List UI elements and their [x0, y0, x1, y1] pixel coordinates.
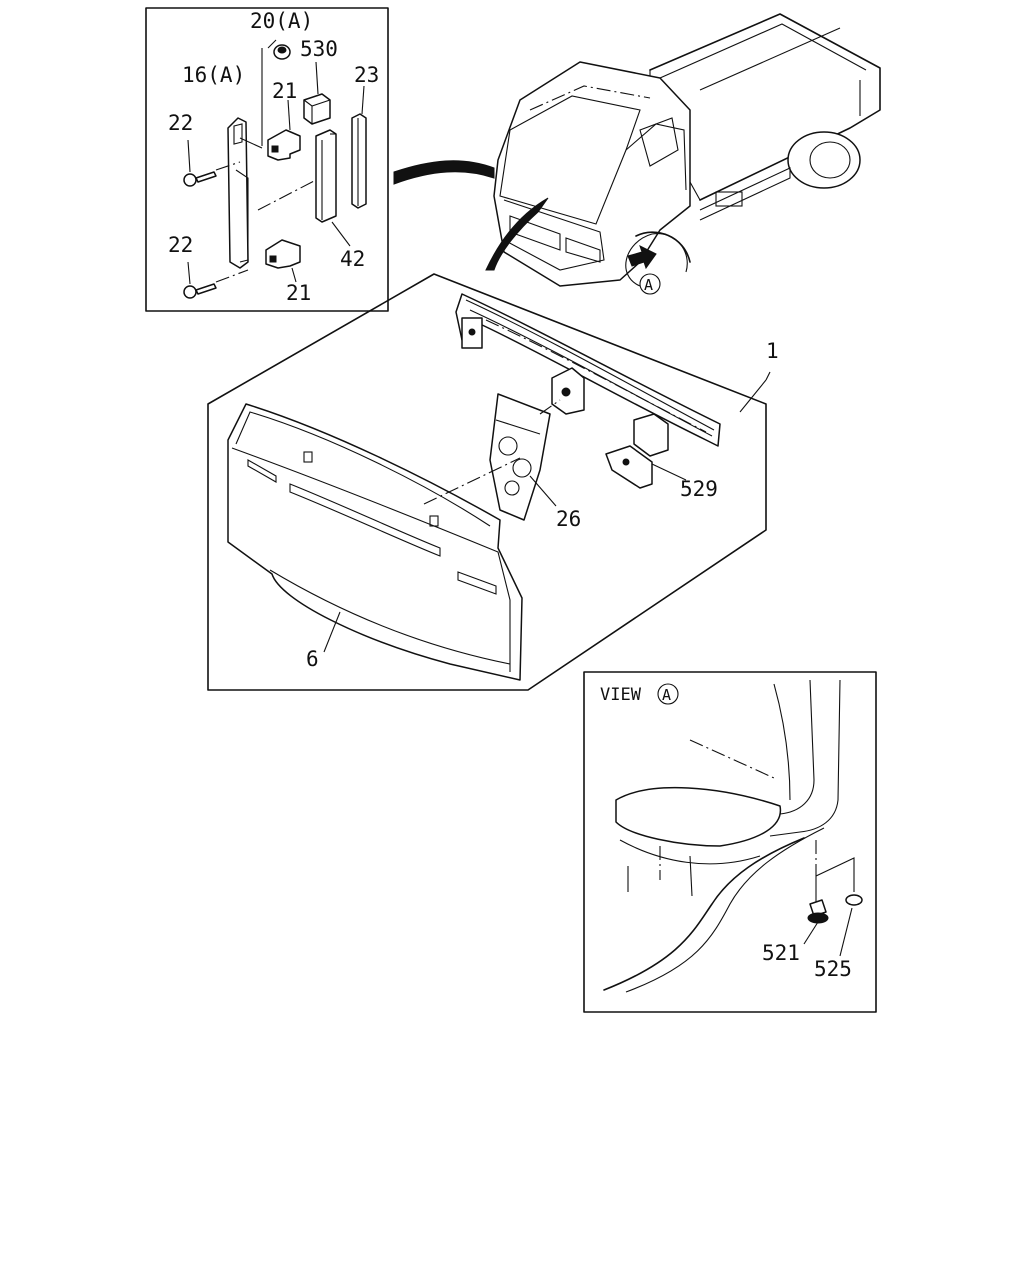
truck-ref-a: A [644, 276, 653, 294]
part-21-lower-clip [265, 239, 301, 283]
label-22-upper: 22 [168, 111, 193, 135]
view-label: VIEW [600, 685, 642, 705]
part-16-trim-panel [227, 117, 263, 269]
label-21-lower: 21 [286, 281, 311, 305]
part-6-front-panel [227, 403, 523, 681]
label-1: 1 [766, 339, 779, 363]
label-530: 530 [300, 37, 338, 61]
label-20a: 20(A) [250, 9, 313, 33]
part-21-upper-clip [267, 99, 301, 161]
panel-assembly-group: 1 529 26 6 [207, 273, 779, 691]
label-26: 26 [556, 507, 581, 531]
label-42: 42 [340, 247, 365, 271]
part-20-clip [261, 39, 291, 146]
view-ref-a: A [662, 686, 671, 704]
detail-box-trim: 20(A) 530 16(A) 21 23 22 22 42 21 [145, 7, 389, 312]
part-530-block [303, 61, 331, 125]
part-42-strip [315, 129, 351, 247]
label-22-lower: 22 [168, 233, 193, 257]
label-529: 529 [680, 477, 718, 501]
truck-illustration: A [393, 13, 881, 295]
part-525-cap [839, 894, 863, 957]
view-a-seat-detail [603, 679, 855, 993]
label-521: 521 [762, 941, 800, 965]
part-22-screw-lower [183, 261, 249, 299]
label-6: 6 [306, 647, 319, 671]
part-1-crossmember [455, 293, 771, 457]
label-525: 525 [814, 957, 852, 981]
part-529-bracket [605, 445, 687, 489]
label-21-upper: 21 [272, 79, 297, 103]
part-22-screw-upper [183, 139, 241, 187]
part-26-bracket [423, 393, 561, 521]
part-23-strip [351, 85, 367, 209]
label-16a: 16(A) [182, 63, 245, 87]
label-23: 23 [354, 63, 379, 87]
part-521-clip [803, 899, 829, 945]
view-a-box: VIEW A 521 525 [583, 671, 877, 1013]
